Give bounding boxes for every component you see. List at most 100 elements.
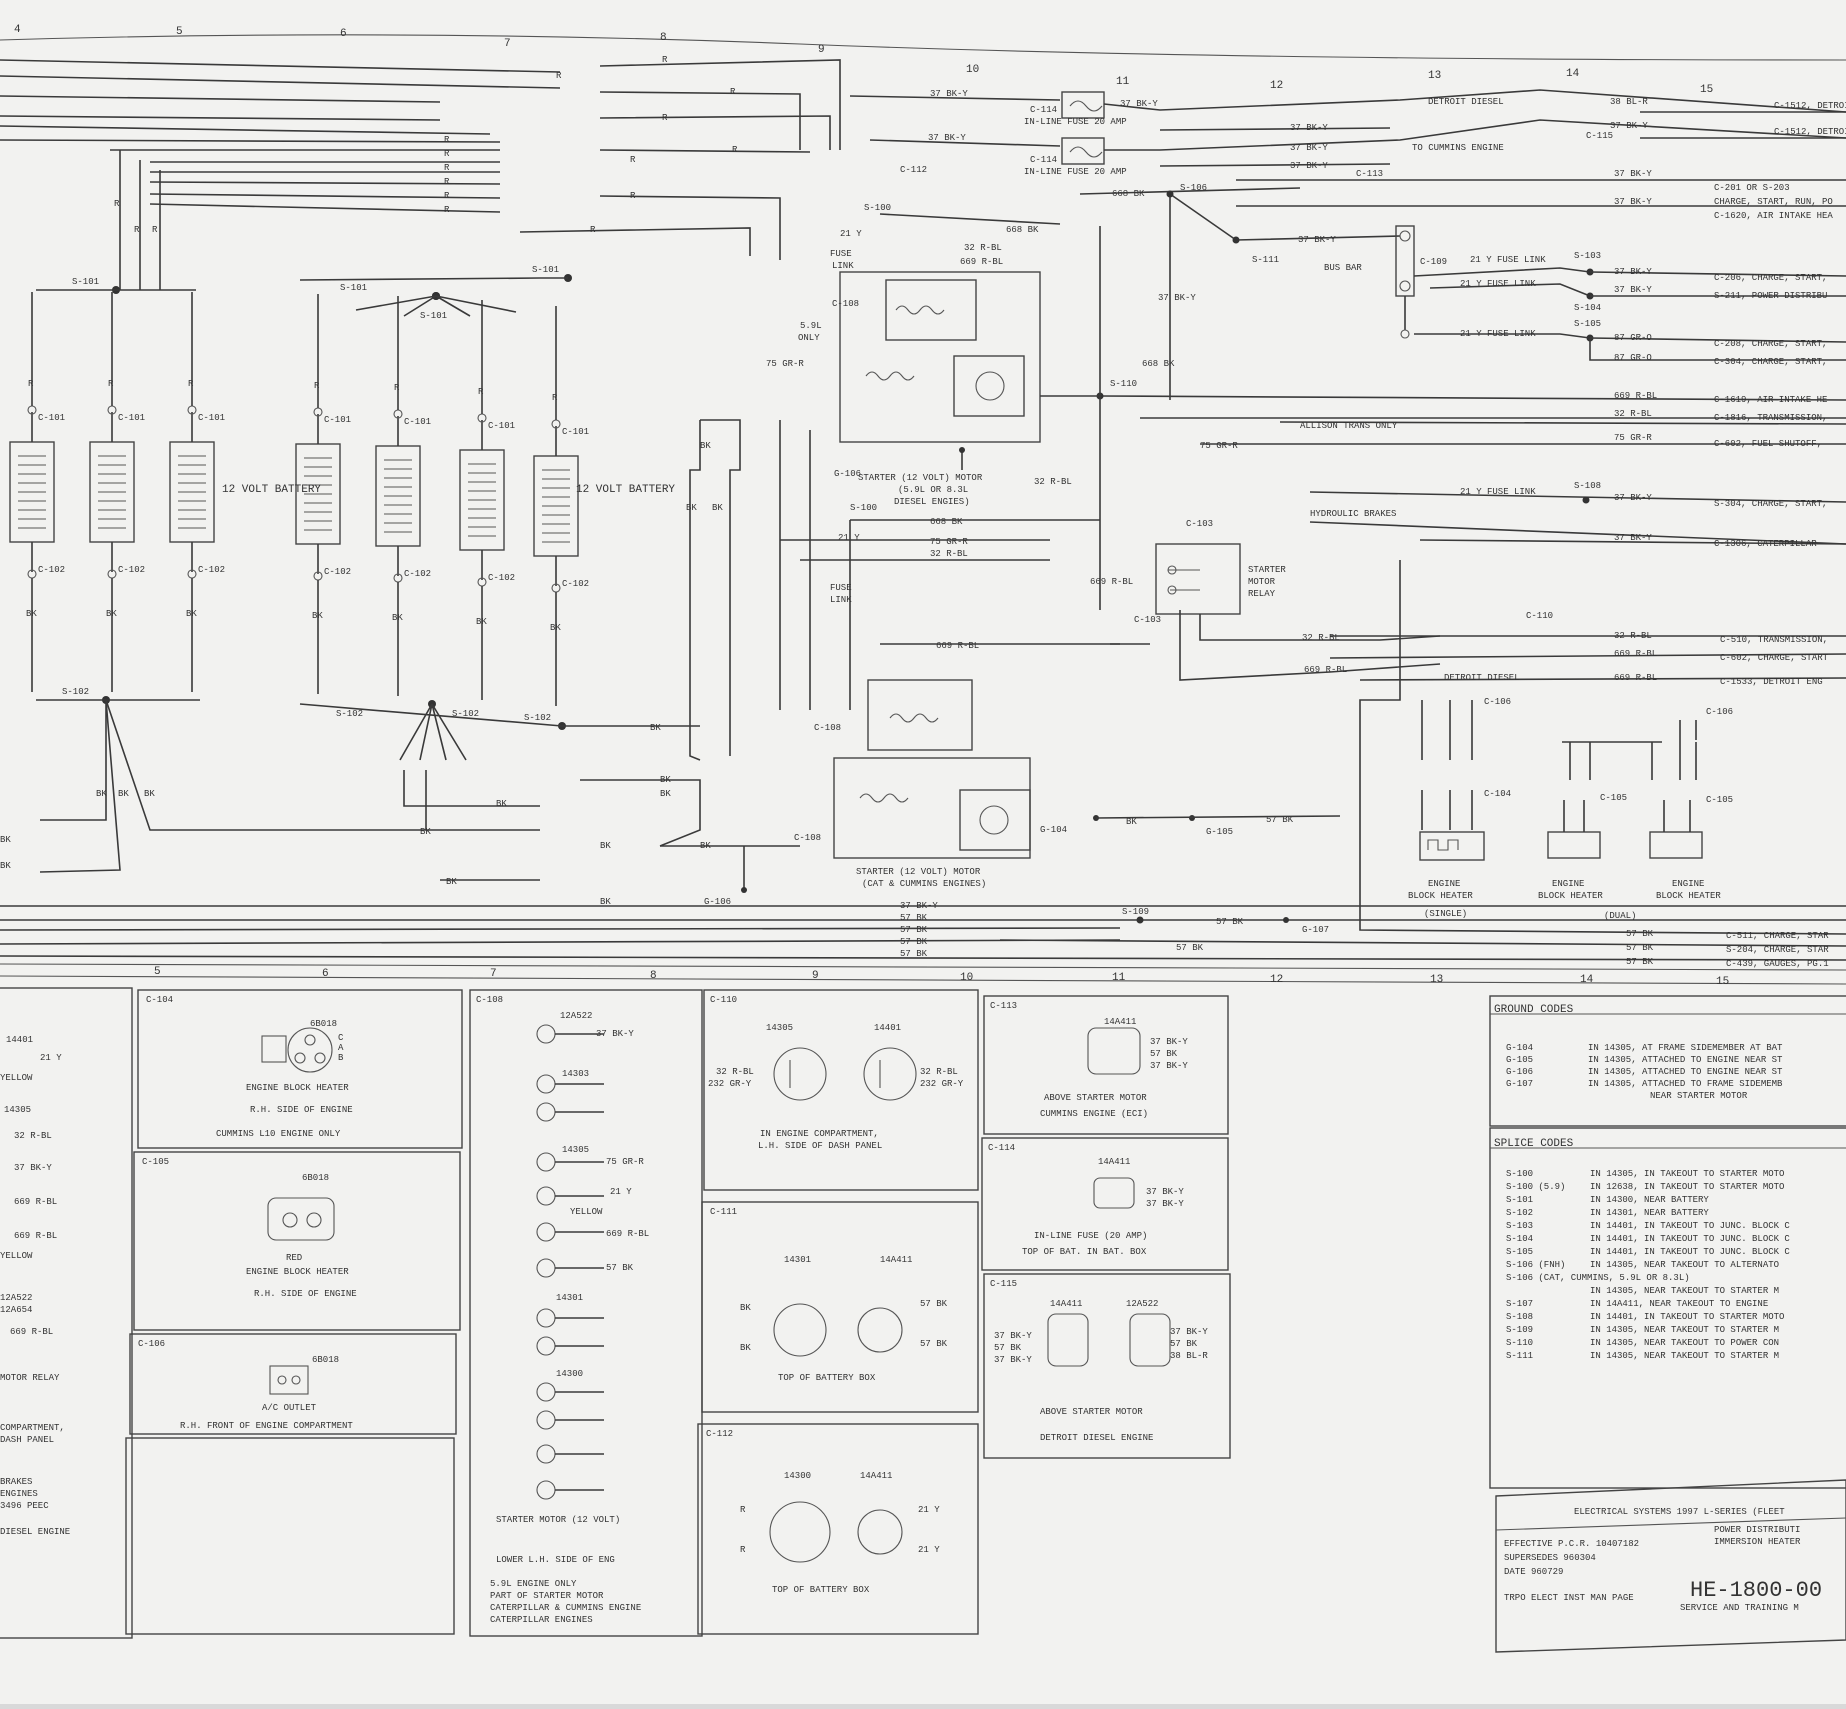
inline-fuses (849, 89, 1846, 167)
wire-label: R (444, 191, 450, 201)
battery-bank: C-101C-102RBKC-101C-102RBKC-101C-102RBKC… (9, 292, 589, 706)
part-number: 14A411 (860, 1471, 892, 1481)
heater-label: BLOCK HEATER (1656, 891, 1721, 901)
wire-label: 32 R-BL (930, 549, 968, 559)
fuse-link-label: FUSE (830, 249, 852, 259)
wire-label: 37 BK-Y (1298, 235, 1336, 245)
splice-desc: IN 14305, NEAR TAKEOUT TO STARTER M (1590, 1325, 1779, 1335)
note-label: 5.9L (800, 321, 822, 331)
wire-label: RED (286, 1253, 302, 1263)
frag-text: DIESEL ENGINE (0, 1527, 70, 1537)
wire-label: 669 R-BL (936, 641, 979, 651)
wire-label: 87 GR-O (1614, 333, 1652, 343)
heater-label: BLOCK HEATER (1538, 891, 1603, 901)
splice-code: S-101 (1506, 1195, 1533, 1205)
part-number: 14305 (562, 1145, 589, 1155)
panel-note: CUMMINS ENGINE (ECI) (1040, 1109, 1148, 1119)
panel-title: IN ENGINE COMPARTMENT, (760, 1129, 879, 1139)
wire-label: R (314, 381, 320, 391)
splice-code: S-108 (1506, 1312, 1533, 1322)
panel-note: TOP OF BAT. IN BAT. BOX (1022, 1247, 1147, 1257)
ring-terminal (536, 1410, 556, 1430)
wire-label: 21 Y FUSE LINK (1470, 255, 1546, 265)
wire-label: BK (660, 789, 671, 799)
panel-id: C-104 (146, 995, 173, 1005)
connector-label: C-101 (324, 415, 351, 425)
grid-num: 10 (960, 972, 973, 984)
wire-label: BK (600, 897, 611, 907)
wire-label: 37 BK-Y (1614, 169, 1652, 179)
target-label: C-510, TRANSMISSION, (1720, 635, 1828, 645)
fuse-link-label: LINK (830, 595, 852, 605)
connector-label: C-101 (562, 427, 589, 437)
splice-desc: IN 14401, IN TAKEOUT TO JUNC. BLOCK C (1590, 1221, 1790, 1231)
panel-footnote: CATERPILLAR & CUMMINS ENGINE (490, 1603, 641, 1613)
drawing-number: HE-1800-00 (1690, 1578, 1822, 1603)
splice-label: S-106 (1180, 183, 1207, 193)
wire-label: R (590, 225, 596, 235)
ground-desc: IN 14305, ATTACHED TO ENGINE NEAR ST (1588, 1067, 1783, 1077)
splice-desc: IN 14401, IN TAKEOUT TO JUNC. BLOCK C (1590, 1247, 1790, 1257)
panel-id: C-108 (476, 995, 503, 1005)
panel-id: C-112 (706, 1429, 733, 1439)
title-line: ELECTRICAL SYSTEMS 1997 L-SERIES (FLEET (1574, 1507, 1785, 1517)
wire-label: BK (700, 441, 711, 451)
splice-label: S-100 (850, 503, 877, 513)
connector-label: C-101 (488, 421, 515, 431)
ground-code: G-107 (1506, 1079, 1533, 1089)
wire-label: R (556, 71, 562, 81)
grid-num: 12 (1270, 80, 1283, 92)
wire-label: BK (144, 789, 155, 799)
connector-panel-c115 (983, 1273, 1231, 1459)
wire-label: BK (1126, 817, 1137, 827)
starter-label: STARTER (12 VOLT) MOTOR (858, 473, 983, 483)
panel-title: A/C OUTLET (262, 1403, 317, 1413)
frag-text: 12A522 (0, 1293, 32, 1303)
ring-terminal (536, 1258, 556, 1278)
connector-label: C-102 (562, 579, 589, 589)
wire-label: 57 BK (1626, 957, 1654, 967)
wire-label: 57 BK (1170, 1339, 1198, 1349)
note-label: DETROIT DIESEL (1428, 97, 1504, 107)
frag-text: 21 Y (40, 1053, 62, 1063)
panel-id: C-106 (138, 1339, 165, 1349)
grid-num: 7 (490, 968, 497, 980)
target-label: C-439, GAUGES, PG.1 (1726, 959, 1829, 969)
heater-label: ENGINE (1552, 879, 1584, 889)
ring-terminal (536, 1024, 556, 1044)
right-feeders (0, 111, 1846, 961)
title-block (1495, 1479, 1846, 1653)
blank-panel (125, 1437, 455, 1635)
connector-label: C-101 (198, 413, 225, 423)
effective-pcr: EFFECTIVE P.C.R. 10407182 (1504, 1539, 1639, 1549)
block-heater-single (1419, 700, 1485, 861)
wire-label: BK (650, 723, 661, 733)
wire-label: R (444, 163, 450, 173)
wire-label: 57 BK (920, 1299, 948, 1309)
wire-label: 37 BK-Y (1150, 1061, 1188, 1071)
grid-num: 5 (176, 26, 183, 38)
wire-label: 32 R-BL (920, 1067, 958, 1077)
pin-label: C (338, 1033, 344, 1043)
wire-label: 37 BK-Y (1290, 143, 1328, 153)
grid-num: 13 (1428, 70, 1441, 82)
ring-terminal (536, 1222, 556, 1242)
connector-panel-c113 (983, 995, 1229, 1135)
wire-label: R (188, 379, 194, 389)
frag-text: ENGINES (0, 1489, 38, 1499)
panel-footnote: PART OF STARTER MOTOR (490, 1591, 604, 1601)
part-number: 14A411 (1098, 1157, 1130, 1167)
splice-code: S-100 (5.9) (1506, 1182, 1565, 1192)
wire-label: 232 GR-Y (708, 1079, 752, 1089)
wire-label: R (630, 155, 636, 165)
target-label: CHARGE, START, RUN, PO (1714, 197, 1833, 207)
wire-label: 37 BK-Y (994, 1331, 1032, 1341)
wire-label: R (478, 387, 484, 397)
wire-label: 37 BK-Y (1170, 1327, 1208, 1337)
connector-label: C-105 (1600, 793, 1627, 803)
connector-label: C-115 (1586, 131, 1613, 141)
frag-text: YELLOW (0, 1073, 33, 1083)
splice-code: S-106 (FNH) (1506, 1260, 1565, 1270)
